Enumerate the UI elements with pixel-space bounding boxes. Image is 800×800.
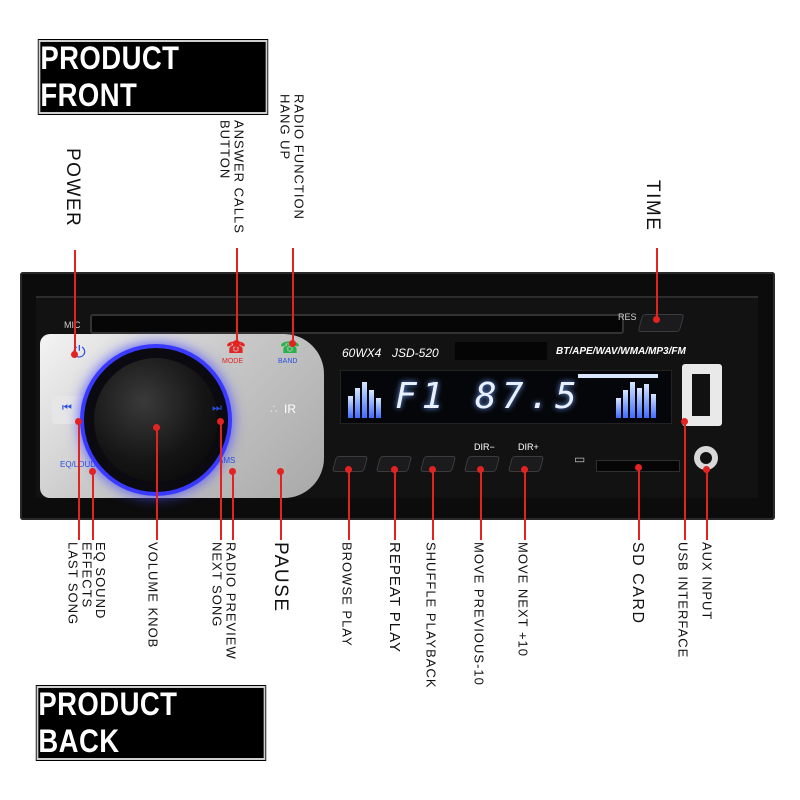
ams-button[interactable]: AMS: [218, 456, 236, 465]
answer-calls-label: ANSWER CALLS BUTTON: [217, 120, 247, 234]
usb-port-icon: [692, 374, 710, 416]
mode-label: MODE: [222, 358, 243, 365]
sd-card-label: SD CARD: [628, 542, 646, 625]
phone-answer-icon: ☎: [226, 338, 246, 357]
model-name: JSD-520: [392, 346, 439, 360]
previous-icon: ⏮: [62, 401, 72, 414]
aux-input-label: AUX INPUT: [699, 542, 715, 621]
next-song-label: RADIO PREVIEW NEXT SONG: [209, 542, 239, 660]
move-next-label: MOVE NEXT +10: [515, 542, 531, 657]
answer-call-button[interactable]: ☎ MODE: [218, 338, 254, 368]
lcd-bar: [578, 374, 658, 378]
product-back-banner: PRODUCT BACK: [36, 686, 266, 760]
preset-3-button[interactable]: [419, 456, 457, 472]
ir-dots-icon: ∴: [270, 402, 278, 416]
radio-function-label: RADIO FUNCTION HANG UP: [277, 94, 307, 220]
pause-label: PAUSE: [269, 542, 291, 613]
pause-button[interactable]: [266, 454, 292, 466]
power-label: POWER: [61, 148, 83, 228]
usb-port[interactable]: [682, 364, 722, 426]
formats-text: BT/APE/WAV/WMA/MP3/FM: [556, 346, 686, 357]
ir-label: IR: [284, 402, 296, 416]
move-previous-label: MOVE PREVIOUS-10: [471, 542, 487, 686]
dir-minus-label: DIR−: [474, 442, 495, 452]
window-bar: [455, 342, 547, 360]
usb-interface-label: USB INTERFACE: [675, 542, 691, 659]
last-song-label: EQ SOUND EFFECTS LAST SONG: [65, 542, 108, 626]
repeat-play-label: REPEAT PLAY: [385, 542, 403, 654]
model-power: 60WX4: [342, 346, 382, 360]
ir-sensor: ∴ IR: [262, 398, 304, 422]
product-front-banner: PRODUCT FRONT: [38, 40, 268, 114]
time-button[interactable]: [637, 314, 685, 332]
band-label: BAND: [278, 358, 298, 365]
res-label: RES: [618, 312, 637, 322]
shuffle-playback-label: SHUFFLE PLAYBACK: [423, 542, 439, 689]
cd-slot: [90, 314, 624, 334]
eq-bars-left: [348, 380, 388, 418]
display-text: F1 87.5: [395, 376, 582, 417]
next-button[interactable]: ⏭: [204, 396, 238, 424]
eq-bars-right: [616, 380, 662, 418]
volume-knob-label: VOLUME KNOB: [145, 542, 161, 649]
aux-jack-icon: [700, 452, 712, 464]
mic-label: MIC: [64, 320, 81, 330]
next-icon: ⏭: [212, 401, 222, 414]
previous-button[interactable]: ⏮: [52, 396, 90, 424]
sd-card-icon: ▭: [574, 452, 586, 466]
time-label: TIME: [641, 180, 663, 232]
browse-play-label: BROWSE PLAY: [339, 542, 355, 647]
dir-plus-label: DIR+: [518, 442, 539, 452]
